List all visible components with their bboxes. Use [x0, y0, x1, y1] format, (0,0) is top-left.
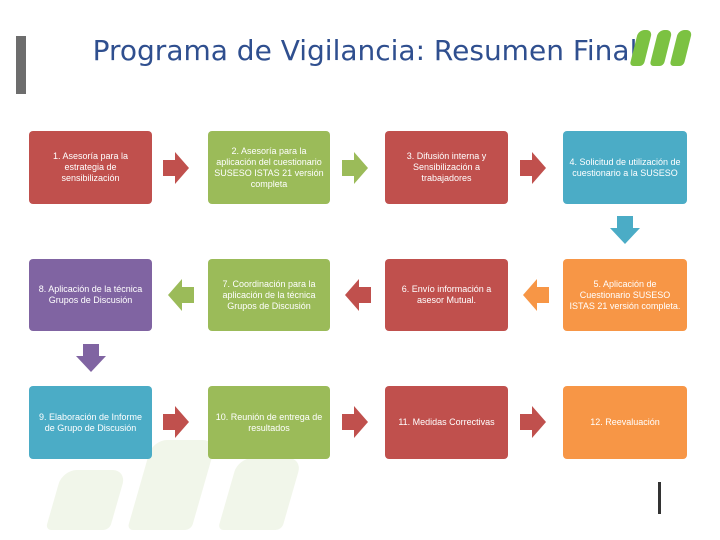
step-3-box: 3. Difusión interna y Sensibilización a …: [385, 131, 508, 204]
arrow-right-icon: [342, 406, 368, 438]
step-9-box: 9. Elaboración de Informe de Grupo de Di…: [29, 386, 152, 459]
arrow-right-icon: [342, 152, 368, 184]
step-8-box: 8. Aplicación de la técnica Grupos de Di…: [29, 259, 152, 331]
step-2-box: 2. Asesoría para la aplicación del cuest…: [208, 131, 330, 204]
arrow-left-icon: [168, 279, 194, 311]
arrow-right-icon: [520, 406, 546, 438]
arrow-right-icon: [163, 152, 189, 184]
mutual-logo: [629, 26, 694, 70]
arrow-right-icon: [163, 406, 189, 438]
arrow-left-icon: [523, 279, 549, 311]
left-accent-bar: [16, 36, 26, 94]
arrow-down-icon: [610, 216, 640, 244]
arrow-down-icon: [76, 344, 106, 372]
step-11-box: 11. Medidas Correctivas: [385, 386, 508, 459]
step-12-box: 12. Reevaluación: [563, 386, 687, 459]
arrow-right-icon: [520, 152, 546, 184]
step-5-box: 5. Aplicación de Cuestionario SUSESO IST…: [563, 259, 687, 331]
step-1-box: 1. Asesoría para la estrategia de sensib…: [29, 131, 152, 204]
arrow-left-icon: [345, 279, 371, 311]
right-accent-line: [658, 482, 661, 514]
step-7-box: 7. Coordinación para la aplicación de la…: [208, 259, 330, 331]
step-6-box: 6. Envío información a asesor Mutual.: [385, 259, 508, 331]
slide-title: Programa de Vigilancia: Resumen Final: [92, 34, 638, 67]
step-4-box: 4. Solicitud de utilización de cuestiona…: [563, 131, 687, 204]
step-10-box: 10. Reunión de entrega de resultados: [208, 386, 330, 459]
